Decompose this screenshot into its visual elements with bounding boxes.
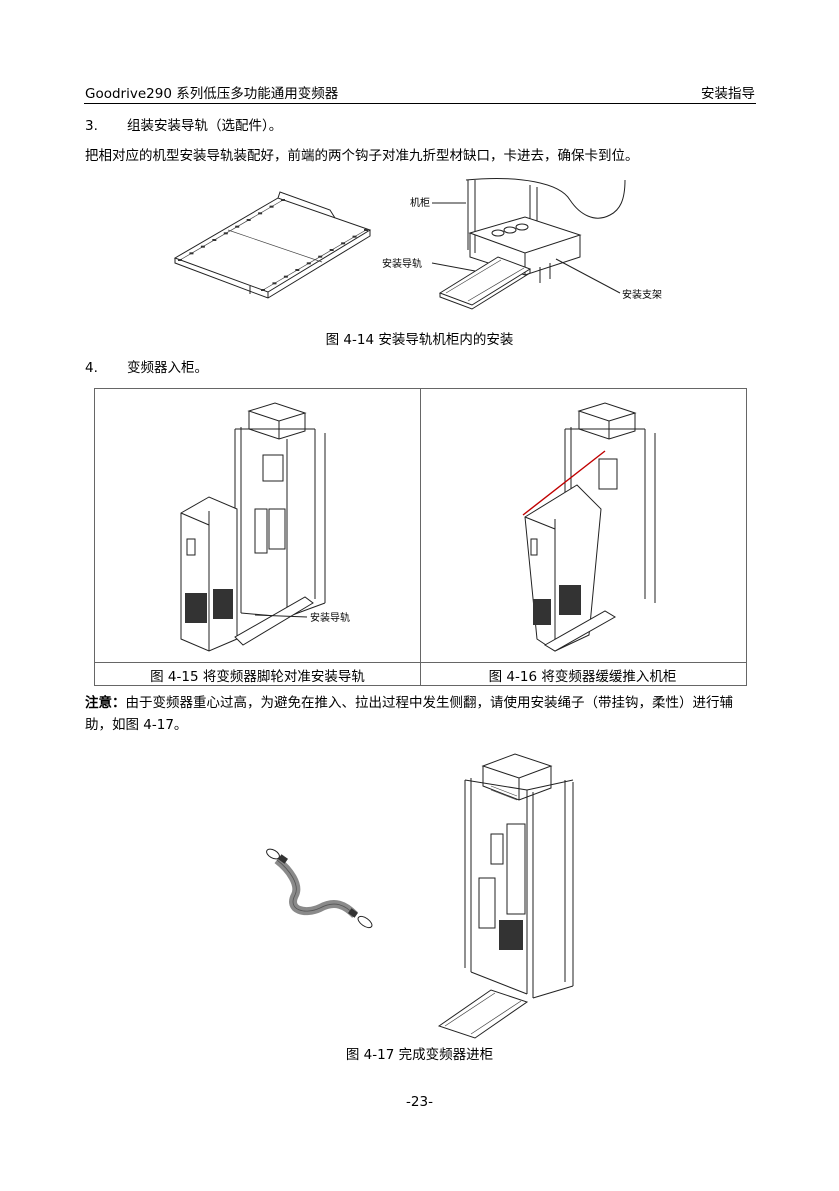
step3-heading: 3. 组装安装导轨（选配件）。 <box>85 115 282 137</box>
fig15-caption: 图 4-15 将变频器脚轮对准安装导轨 <box>150 669 365 685</box>
rail-slot <box>281 199 285 201</box>
rail-slot <box>261 289 265 291</box>
fig14-label-cabinet: 机柜 <box>410 196 430 209</box>
rail-slot <box>318 255 323 258</box>
rail-slot <box>178 259 182 261</box>
fig15-16-table: 安装导轨 图 4-15 将变频器脚轮对准安装导轨 图 4-16 将变频器缓缓推入… <box>94 388 747 686</box>
rail-slot <box>223 232 228 235</box>
fig17-caption: 图 4-17 完成变频器进柜 <box>345 1047 494 1063</box>
step4-heading: 4. 变频器入柜。 <box>85 357 208 379</box>
fig15-drawing: 安装导轨 <box>180 402 350 652</box>
fig14-label-rail: 安装导轨 <box>382 257 422 270</box>
page-number: -23- <box>406 1094 433 1110</box>
fig14-cabinet-drawing: 机柜 安装导轨 安装支架 <box>382 178 662 310</box>
rail-slot <box>189 252 194 255</box>
rail-slot <box>258 212 263 215</box>
rail-slot <box>269 205 274 208</box>
table-divider <box>420 389 421 685</box>
fig15-label-rail: 安装导轨 <box>310 611 350 624</box>
rail-slot <box>329 249 334 251</box>
rail-slot <box>341 242 346 245</box>
header-title: Goodrive290 系列低压多功能通用变频器 <box>85 86 339 102</box>
note-paragraph: 注意：由于变频器重心过高，为避免在推入、拉出过程中发生侧翻，请使用安装绳子（带挂… <box>85 692 757 736</box>
fig14-caption: 图 4-14 安装导轨机柜内的安装 <box>325 332 514 348</box>
fig14-rail-slots <box>178 199 368 291</box>
rail-slot <box>364 229 368 231</box>
fig16-caption: 图 4-16 将变频器缓缓推入机柜 <box>488 669 677 685</box>
rail-slot <box>352 235 357 238</box>
rail-slot <box>200 245 205 248</box>
step4-number: 4. <box>85 360 98 376</box>
note-label: 注意： <box>85 695 126 711</box>
rail-slot <box>295 269 300 271</box>
fig17-rope-drawing <box>266 848 373 929</box>
rail-slot <box>212 239 217 241</box>
step4-title: 变频器入柜。 <box>127 360 208 376</box>
note-text: 由于变频器重心过高，为避免在推入、拉出过程中发生侧翻，请使用安装绳子（带挂钩，柔… <box>85 695 733 733</box>
step3-title: 组装安装导轨（选配件）。 <box>127 118 283 134</box>
step3-number: 3. <box>85 118 98 134</box>
fig17-cabinet-drawing <box>437 753 574 1039</box>
rail-slot <box>246 219 251 221</box>
fig14-label-bracket: 安装支架 <box>622 288 662 301</box>
fig16-drawing <box>522 402 656 652</box>
rail-slot <box>306 262 311 265</box>
rail-slot <box>283 275 288 278</box>
rail-slot <box>235 225 240 228</box>
step3-body: 把相对应的机型安装导轨装配好，前端的两个钩子对准九折型材缺口，卡进去，确保卡到位… <box>85 148 639 164</box>
header-rule <box>84 103 756 104</box>
table-caption-rule <box>95 662 746 663</box>
fig14-rail-drawing <box>173 191 372 299</box>
rail-slot <box>272 282 277 285</box>
header-section: 安装指导 <box>701 86 755 102</box>
